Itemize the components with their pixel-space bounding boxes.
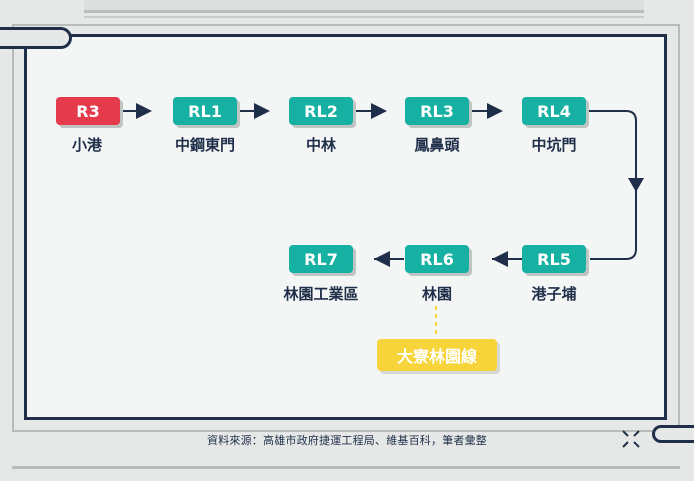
bottom-divider — [12, 466, 680, 469]
station-rl5: RL5 — [522, 245, 586, 273]
station-name-rl5: 港子埔 — [531, 285, 577, 303]
arrow-icon — [371, 103, 387, 119]
outer-frame-outline — [12, 24, 680, 432]
arrow-icon — [254, 103, 270, 119]
station-rl7: RL7 — [289, 245, 353, 273]
station-rl3: RL3 — [405, 97, 469, 125]
station-name-rl7: 林園工業區 — [283, 285, 359, 303]
station-rl4: RL4 — [522, 97, 586, 125]
branch-line-badge: 大寮林園線 — [377, 339, 497, 371]
arrow-icon — [374, 251, 390, 267]
station-rl2: RL2 — [289, 97, 353, 125]
station-rl6: RL6 — [405, 245, 469, 273]
arrow-icon — [628, 178, 644, 192]
station-name-rl4: 中坑門 — [531, 136, 577, 154]
station-name-r3: 小港 — [71, 136, 102, 154]
right-frame-tab — [652, 425, 694, 443]
station-rl1: RL1 — [173, 97, 237, 125]
arrow-icon — [136, 103, 152, 119]
sparkle-icon — [622, 430, 640, 448]
station-name-rl3: 鳳鼻頭 — [414, 136, 460, 154]
station-name-rl2: 中林 — [305, 136, 336, 154]
station-name-rl6: 林園 — [421, 285, 452, 303]
station-r3: R3 — [56, 97, 120, 125]
top-decorative-band — [84, 0, 644, 18]
arrow-icon — [492, 251, 508, 267]
station-name-rl1: 中鋼東門 — [174, 136, 235, 154]
source-footnote: 資料來源：高雄市政府捷運工程局、維基百科，筆者彙整 — [207, 434, 487, 447]
arrow-icon — [487, 103, 503, 119]
left-frame-tab — [0, 27, 72, 49]
